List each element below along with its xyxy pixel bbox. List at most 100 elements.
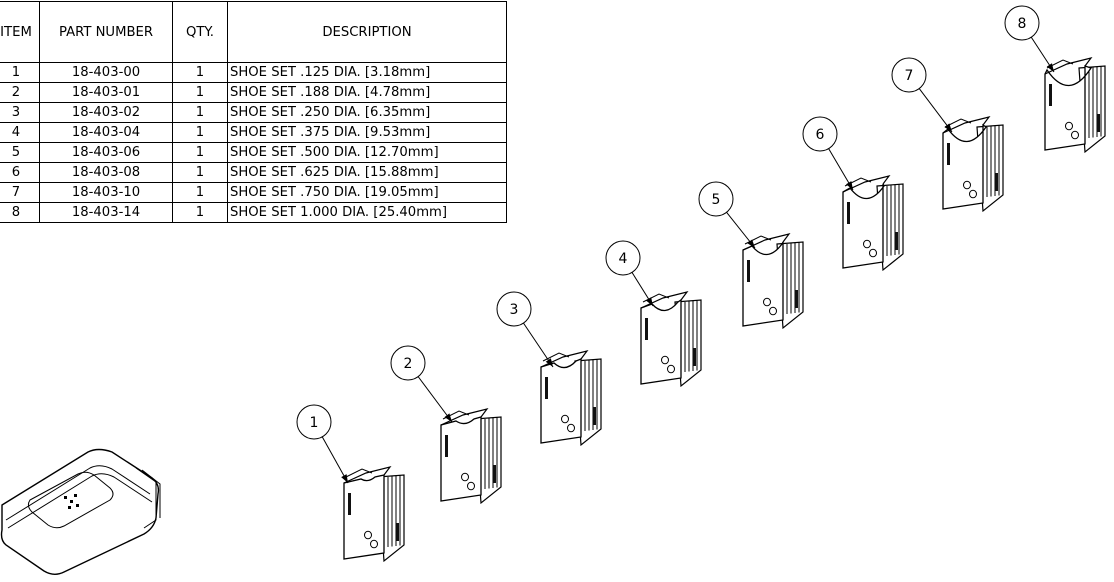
balloon: 8 xyxy=(1004,5,1055,73)
shoe-top-face xyxy=(842,175,891,193)
balloon-leader xyxy=(918,88,953,133)
case-logo-mark xyxy=(68,506,71,509)
case-outline xyxy=(0,448,160,575)
shoe-engraving-right xyxy=(593,407,596,425)
shoe-hole xyxy=(769,306,777,316)
balloon-arrowhead xyxy=(341,474,348,483)
shoe-set-part xyxy=(742,233,804,330)
shoe-front-face xyxy=(1044,65,1093,151)
balloon-leader xyxy=(321,436,349,484)
balloon-number: 3 xyxy=(510,302,519,318)
balloon-leader xyxy=(417,376,453,423)
bom-cell-description: SHOE SET 1.000 DIA. [25.40mm] xyxy=(227,202,507,223)
shoe-set-part xyxy=(1044,57,1106,154)
case-logo-mark xyxy=(76,504,79,507)
shoe-front-face xyxy=(942,123,987,210)
shoe-top-face xyxy=(942,116,991,134)
shoe-front-face xyxy=(440,416,482,502)
balloon-circle xyxy=(1004,5,1040,41)
case-logo-mark xyxy=(70,500,73,503)
shoe-engraving-left xyxy=(847,202,850,224)
shoe-engraving-left xyxy=(645,318,648,340)
balloon: 1 xyxy=(296,404,349,484)
bom-cell-description: SHOE SET .625 DIA. [15.88mm] xyxy=(227,162,507,183)
shoe-hole xyxy=(963,180,971,190)
balloon: 7 xyxy=(891,57,953,133)
balloon-number: 8 xyxy=(1018,16,1027,32)
balloon-circle xyxy=(698,181,734,217)
case-logo-mark xyxy=(74,494,77,497)
shoe-front-face xyxy=(343,474,385,560)
balloon-arrowhead xyxy=(545,358,553,367)
shoe-engraving-right xyxy=(795,290,798,308)
shoe-hole xyxy=(1071,130,1079,140)
shoe-hole xyxy=(863,239,871,249)
bom-header-part-number: PART NUMBER xyxy=(39,1,173,63)
balloon: 2 xyxy=(390,345,453,423)
shoe-front-face xyxy=(742,241,784,327)
shoe-hole xyxy=(969,189,977,199)
balloon: 3 xyxy=(496,291,554,368)
bom-cell-part-number: 18-403-00 xyxy=(39,62,173,83)
balloon-arrowhead xyxy=(747,239,755,248)
shoe-hole xyxy=(667,364,675,374)
shoe-set-part xyxy=(842,175,904,272)
shoe-engraving-right xyxy=(396,523,399,541)
shoe-top-edge xyxy=(944,118,972,128)
balloon-arrowhead xyxy=(944,123,952,132)
shoe-engraving-right xyxy=(693,348,696,366)
balloon-number: 6 xyxy=(816,127,825,143)
balloon-arrowhead xyxy=(444,413,452,422)
balloon-arrowhead xyxy=(645,297,653,306)
balloon-number: 7 xyxy=(905,68,914,84)
shoe-hole xyxy=(567,423,575,433)
case-logo-mark xyxy=(64,496,67,499)
shoe-hole xyxy=(1065,121,1073,131)
shoe-top-edge xyxy=(345,468,373,478)
bom-cell-description: SHOE SET .375 DIA. [9.53mm] xyxy=(227,122,507,143)
balloon-leader xyxy=(523,322,554,368)
case-label-recess xyxy=(27,471,114,529)
balloon-number: 4 xyxy=(619,251,628,267)
balloon: 4 xyxy=(605,240,654,307)
balloon-circle xyxy=(296,404,332,440)
shoe-engraving-left xyxy=(445,435,448,457)
balloon: 6 xyxy=(802,116,854,191)
shoe-engraving-right xyxy=(493,465,496,483)
shoe-engraving-right xyxy=(995,173,998,191)
shoe-set-part xyxy=(942,116,1004,213)
shoe-front-face xyxy=(540,358,582,444)
balloon-circle xyxy=(605,240,641,276)
shoe-front-face xyxy=(640,298,682,385)
item-balloons: 12 3 4 5 6 7 8 xyxy=(296,5,1055,484)
shoe-engraving-left xyxy=(1049,84,1052,106)
shoe-hole xyxy=(561,414,569,424)
bom-cell-description: SHOE SET .188 DIA. [4.78mm] xyxy=(227,82,507,103)
balloon-circle xyxy=(802,116,838,152)
bom-cell-part-number: 18-403-01 xyxy=(39,82,173,103)
shoe-hole xyxy=(364,530,372,540)
shoe-hole xyxy=(661,355,669,365)
shoe-hole xyxy=(763,297,771,307)
shoe-hole xyxy=(461,472,469,482)
shoe-set-part xyxy=(540,350,602,447)
shoe-set-part xyxy=(640,291,702,388)
shoe-engraving-right xyxy=(895,232,898,250)
shoe-hole xyxy=(467,481,475,491)
shoe-top-face xyxy=(440,408,489,426)
shoe-set-part xyxy=(440,408,502,505)
shoe-top-face xyxy=(343,466,392,484)
bom-cell-qty: 1 xyxy=(172,202,228,223)
shoe-top-edge xyxy=(542,352,570,362)
case-hinge xyxy=(141,469,161,518)
shoe-top-face xyxy=(540,350,589,368)
shoe-set-parts xyxy=(343,57,1106,563)
balloon: 5 xyxy=(698,181,756,249)
shoe-engraving-left xyxy=(348,493,351,515)
shoe-top-face xyxy=(1044,57,1093,75)
